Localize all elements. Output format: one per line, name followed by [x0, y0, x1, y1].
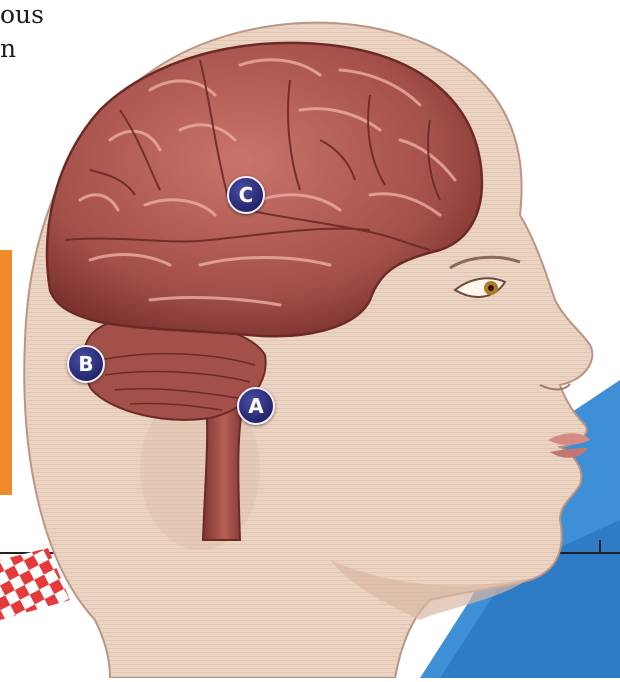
partial-text-line-2: n: [0, 34, 17, 63]
face-details: [449, 255, 590, 458]
checker-floor: [0, 548, 70, 620]
partial-text-line-1: ous: [0, 0, 44, 29]
marker-b: B: [67, 345, 105, 383]
orange-bar: [0, 250, 12, 495]
marker-a: A: [237, 387, 275, 425]
spinal-cord: [201, 394, 247, 541]
marker-c: C: [227, 176, 265, 214]
